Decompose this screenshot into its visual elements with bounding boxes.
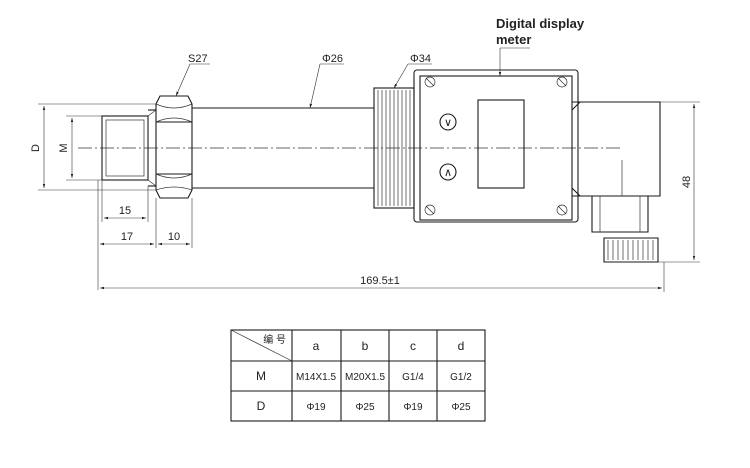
dimension-17: 17: [97, 180, 157, 290]
svg-text:48: 48: [681, 176, 693, 188]
table-cell: Φ19: [306, 402, 326, 413]
table-col-header: d: [458, 339, 465, 353]
dimension-total-length: 169.5±1: [100, 262, 665, 292]
table-cell: Φ25: [355, 402, 375, 413]
svg-text:∧: ∧: [444, 167, 452, 179]
table-col-header: a: [313, 339, 320, 353]
ring-diameter-leader: Φ34: [393, 53, 432, 89]
svg-text:15: 15: [119, 205, 131, 217]
table-corner-header: 编 号: [263, 333, 286, 346]
dimension-48: 48: [658, 101, 700, 263]
svg-text:D: D: [30, 144, 42, 152]
dimension-D: D: [30, 103, 156, 191]
body-tube: [192, 107, 374, 189]
table-cell: Φ19: [403, 402, 423, 413]
svg-text:169.5±1: 169.5±1: [360, 275, 400, 287]
dimension-10: 10: [158, 198, 193, 248]
threaded-connector: [101, 109, 157, 187]
display-housing: [413, 69, 579, 223]
svg-text:meter: meter: [496, 32, 531, 47]
electrical-connector: [571, 101, 661, 263]
svg-text:Digital display: Digital display: [496, 16, 585, 31]
table-col-header: b: [362, 339, 369, 353]
corner-screw-icons: [424, 76, 568, 216]
display-window: [477, 99, 525, 189]
svg-text:Φ26: Φ26: [322, 53, 343, 65]
table-col-header: c: [410, 339, 416, 353]
svg-text:M: M: [58, 143, 70, 152]
display-meter-callout: Digital display meter: [496, 16, 585, 76]
svg-text:10: 10: [168, 231, 180, 243]
table-cell: M14X1.5: [296, 372, 336, 383]
svg-text:17: 17: [121, 231, 133, 243]
up-button-icon: ∨: [439, 113, 457, 131]
dimension-15: 15: [101, 180, 149, 222]
table-cell: Φ25: [451, 402, 471, 413]
table-cell: M20X1.5: [345, 372, 385, 383]
down-button-icon: ∧: [439, 163, 457, 181]
wrench-size-leader: S27: [175, 53, 210, 97]
dimension-M: M: [58, 115, 102, 181]
svg-text:∨: ∨: [444, 117, 452, 129]
svg-text:Φ34: Φ34: [410, 53, 431, 65]
tube-diameter-leader: Φ26: [309, 53, 344, 109]
table-cell: G1/4: [402, 372, 424, 383]
table-cell: G1/2: [450, 372, 472, 383]
svg-text:S27: S27: [188, 53, 208, 65]
table-row-label: D: [257, 399, 266, 413]
table-row-label: M: [256, 369, 266, 383]
hex-nut: [155, 95, 193, 199]
spec-table: 编 号 a b c d M M14X1.5 M20X1.5 G1/4 G1/2 …: [230, 329, 486, 422]
table-corner-diagonal: [230, 329, 293, 362]
